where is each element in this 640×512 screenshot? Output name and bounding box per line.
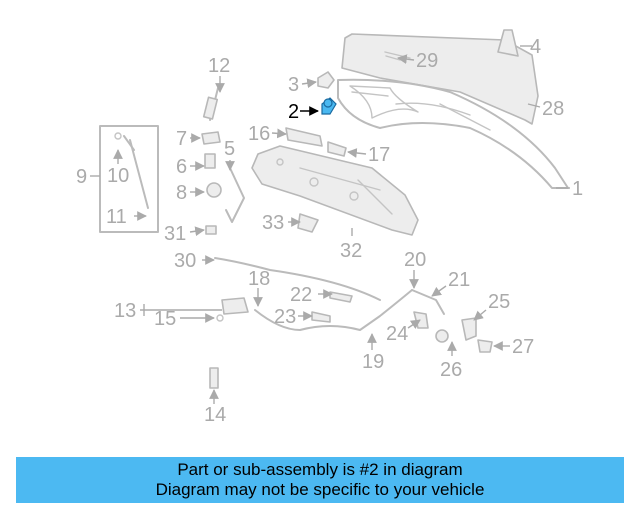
callout-2: 2 [288, 101, 299, 123]
hood-panel [337, 33, 569, 189]
callout-15: 15 [154, 308, 176, 330]
callout-numbers: 1 2 3 4 5 6 7 8 9 10 11 12 13 14 15 16 1… [76, 36, 583, 426]
callout-32: 32 [340, 240, 362, 262]
callout-6: 6 [176, 156, 187, 178]
callout-19: 19 [362, 351, 384, 373]
info-banner: Part or sub-assembly is #2 in diagram Di… [16, 457, 624, 503]
callout-26: 26 [440, 359, 462, 381]
parts-diagram: 1 2 3 4 5 6 7 8 9 10 11 12 13 14 15 16 1… [76, 29, 583, 426]
small-parts [201, 29, 519, 389]
callout-24: 24 [386, 323, 408, 345]
part-2-highlighted[interactable] [321, 97, 337, 115]
hood-insulator [251, 145, 419, 236]
callout-29: 29 [416, 50, 438, 72]
callout-11: 11 [106, 206, 127, 228]
callout-9: 9 [76, 166, 87, 188]
callout-21: 21 [448, 269, 470, 291]
leader-lines [90, 45, 570, 404]
callout-13: 13 [114, 300, 136, 322]
callout-4: 4 [530, 36, 541, 58]
callout-8: 8 [176, 182, 187, 204]
callout-27: 27 [512, 336, 534, 358]
callout-20: 20 [404, 249, 426, 271]
callout-10: 10 [107, 165, 129, 187]
callout-12: 12 [208, 55, 230, 77]
callout-31: 31 [164, 223, 186, 245]
callout-5: 5 [224, 138, 235, 160]
banner-line-2: Diagram may not be specific to your vehi… [155, 480, 485, 499]
callout-14: 14 [204, 404, 226, 426]
callout-17: 17 [368, 144, 390, 166]
banner-line-1: Part or sub-assembly is #2 in diagram [177, 460, 463, 479]
callout-16: 16 [248, 123, 270, 145]
callout-18: 18 [248, 268, 270, 290]
gas-strut [202, 87, 219, 121]
callout-28: 28 [542, 98, 564, 120]
callout-3: 3 [288, 74, 299, 96]
callout-30: 30 [174, 250, 196, 272]
callout-23: 23 [274, 306, 296, 328]
strut-kit-box [99, 125, 159, 233]
callout-22: 22 [290, 284, 312, 306]
callout-25: 25 [488, 291, 510, 313]
callout-1: 1 [572, 178, 583, 200]
callout-7: 7 [176, 128, 187, 150]
callout-33: 33 [262, 212, 284, 234]
